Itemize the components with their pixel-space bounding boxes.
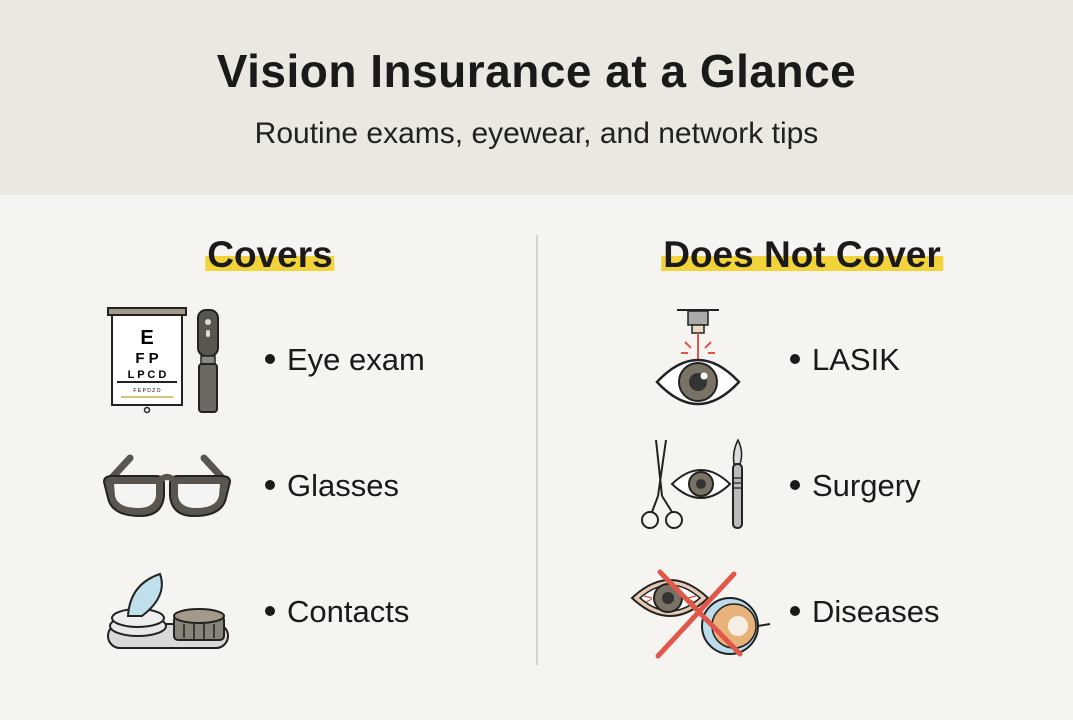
header-band — [0, 0, 1073, 195]
covers-item-glasses: Glasses — [265, 468, 399, 504]
item-label: Diseases — [812, 594, 940, 629]
laser-eye-icon — [655, 309, 741, 406]
covers-heading: Covers — [205, 234, 335, 276]
page-subtitle: Routine exams, eyewear, and network tips — [254, 117, 819, 150]
contact-lens-case-icon — [107, 572, 229, 649]
svg-text:F E P D Z O: F E P D Z O — [133, 388, 160, 394]
bullet — [790, 353, 800, 364]
eye-disease-crossed-icon — [630, 569, 771, 659]
svg-text:E: E — [140, 327, 153, 349]
item-label: Eye exam — [287, 342, 425, 377]
item-label: Glasses — [287, 468, 399, 503]
svg-text:L P C D: L P C D — [128, 369, 167, 381]
item-label: Surgery — [812, 468, 921, 503]
glasses-icon — [102, 454, 232, 518]
not-covered-item-lasik: LASIK — [790, 342, 900, 378]
not-covered-heading: Does Not Cover — [661, 234, 943, 276]
covers-item-contacts: Contacts — [265, 594, 409, 630]
not-covered-item-surgery: Surgery — [790, 468, 921, 504]
bullet — [265, 479, 275, 490]
svg-text:F P: F P — [135, 350, 158, 367]
page-title: Vision Insurance at a Glance — [216, 45, 857, 97]
surgery-tools-eye-icon — [641, 438, 743, 529]
covers-item-eye-exam: Eye exam — [265, 342, 425, 378]
item-label: LASIK — [812, 342, 900, 377]
not-covered-item-diseases: Diseases — [790, 594, 940, 630]
bullet — [790, 479, 800, 490]
eye-chart-ophthalmoscope-icon: E F P L P C D F E P D Z O — [107, 307, 219, 414]
column-divider — [536, 235, 538, 665]
bullet — [265, 353, 275, 364]
bullet — [790, 605, 800, 616]
item-label: Contacts — [287, 594, 410, 629]
bullet — [265, 605, 275, 616]
